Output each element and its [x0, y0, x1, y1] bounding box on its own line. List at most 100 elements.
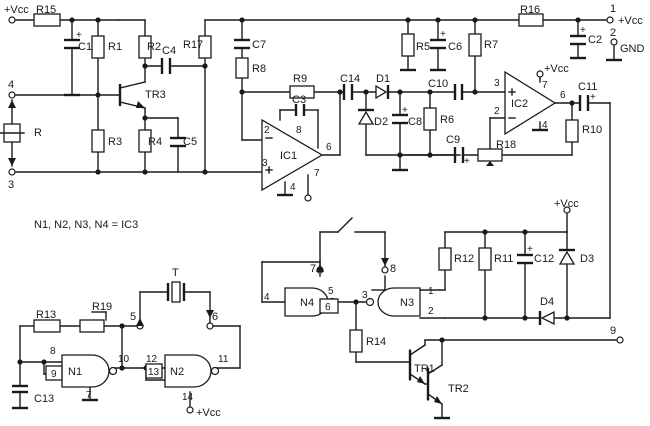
label-d3: D3: [580, 253, 594, 265]
svg-text:+: +: [590, 92, 596, 103]
crystal-t: [166, 281, 186, 303]
vcc-right-label: +Vcc: [618, 15, 643, 27]
ic2-label: IC2: [511, 98, 528, 110]
diodes: [357, 84, 576, 326]
label-r9: R9: [293, 73, 307, 85]
pin-n2-12: 12: [146, 354, 158, 365]
pin-ic2-4: 4: [542, 120, 548, 131]
label-r3: R3: [108, 136, 122, 148]
pin-n1-7: 7: [86, 390, 92, 401]
pin-n4-5: 5: [328, 286, 334, 297]
svg-text:+: +: [440, 29, 446, 40]
pin-ic1-7: 7: [314, 168, 320, 179]
capacitor-plates: + + + + + + +: [12, 25, 596, 394]
label-r7: R7: [484, 39, 498, 51]
label-c6: C6: [448, 41, 462, 53]
pin-n1-10: 10: [118, 354, 130, 365]
pin-ic1-4: 4: [290, 182, 296, 193]
pin-ic1-2: 2: [264, 125, 270, 136]
svg-text:+: +: [402, 105, 408, 116]
label-c8: C8: [408, 116, 422, 128]
crystal-label: T: [172, 267, 179, 279]
label-r13: R13: [36, 309, 56, 321]
terminal-7: 7: [310, 263, 316, 275]
label-r16: R16: [520, 4, 540, 16]
label-c12: C12: [534, 253, 554, 265]
label-c1: C1: [78, 41, 92, 53]
gate-n3: [377, 287, 421, 317]
pin-n1-9: 9: [51, 369, 57, 380]
ground-symbols: [12, 56, 622, 420]
resistor-r14: [349, 329, 363, 353]
ic1-opamp: [261, 118, 324, 192]
resistor-r7: [468, 33, 482, 57]
junctions: [17, 17, 581, 371]
label-c11: C11: [578, 81, 597, 93]
label-c2: C2: [588, 34, 602, 46]
resistor-r4: [138, 129, 152, 153]
label-r15: R15: [36, 4, 56, 16]
label-d1: D1: [376, 73, 390, 85]
terminal-2: 2: [610, 27, 616, 39]
diode-d3: [558, 250, 576, 265]
resistor-r12: [438, 247, 452, 271]
gate-note: N1, N2, N3, N4 = IC3: [34, 219, 138, 231]
label-r19: R19: [92, 301, 112, 313]
resistor-r2: [138, 35, 152, 59]
pin-ic2-7: 7: [542, 80, 548, 91]
terminal-4: 4: [8, 79, 14, 91]
pin-n2-14: 14: [182, 392, 194, 403]
vcc-ic2-label: +Vcc: [544, 63, 569, 75]
resistor-r10: [565, 119, 579, 143]
label-r17: R17: [183, 39, 203, 51]
resistor-r9: [289, 85, 315, 99]
resistor-r11: [478, 247, 492, 271]
resistor-r13: [33, 319, 61, 333]
label-c9: C9: [446, 134, 460, 146]
label-c5: C5: [183, 136, 197, 148]
label-r8: R8: [252, 63, 266, 75]
label-r14: R14: [366, 336, 386, 348]
diode-d1: [375, 84, 388, 100]
transistor-tr1-tr2: [408, 350, 442, 404]
pin-ic1-3: 3: [262, 158, 268, 169]
pin-n4-6: 6: [325, 302, 331, 313]
label-c7: C7: [252, 39, 266, 51]
label-r18: R18: [496, 139, 516, 151]
labels: +Vcc +Vcc +Vcc +Vcc +Vcc GND IC1 IC2 TR3…: [4, 3, 645, 419]
pin-ic2-6: 6: [560, 90, 566, 101]
diode-d4: [540, 310, 555, 326]
pin-ic1-6: 6: [326, 142, 332, 153]
label-n3: N3: [400, 297, 414, 309]
resistor-r15: [33, 13, 61, 27]
tr3-label: TR3: [145, 89, 166, 101]
terminal-6: 6: [212, 311, 218, 323]
resistor-r17: [198, 35, 212, 59]
label-r1: R1: [108, 41, 122, 53]
pin-n2-13: 13: [148, 367, 160, 378]
pin-n3-2: 2: [428, 306, 434, 317]
label-r6: R6: [440, 114, 454, 126]
label-r10: R10: [582, 124, 602, 136]
gnd-label: GND: [620, 43, 645, 55]
label-n4: N4: [300, 297, 314, 309]
resistor-r6: [423, 107, 437, 131]
terminals: [8, 16, 624, 414]
resistor-r1: [91, 35, 105, 59]
svg-text:+: +: [76, 30, 82, 41]
resistor-r19: [79, 319, 105, 333]
pin-n4-4: 4: [264, 292, 270, 303]
vcc-n2-label: +Vcc: [196, 407, 221, 419]
nand-gates: [45, 287, 421, 388]
pin-n3-1: 1: [428, 286, 434, 297]
pin-ic2-3: 3: [494, 78, 500, 89]
svg-text:+: +: [527, 244, 533, 255]
vcc-rail-label: +Vcc: [554, 198, 579, 210]
resistor-r5: [401, 33, 415, 57]
resistor-r8: [235, 57, 249, 79]
label-n1: N1: [68, 366, 82, 378]
pin-n3-3: 3: [362, 290, 368, 301]
diode-d2: [357, 110, 375, 125]
label-r2: R2: [147, 41, 161, 53]
